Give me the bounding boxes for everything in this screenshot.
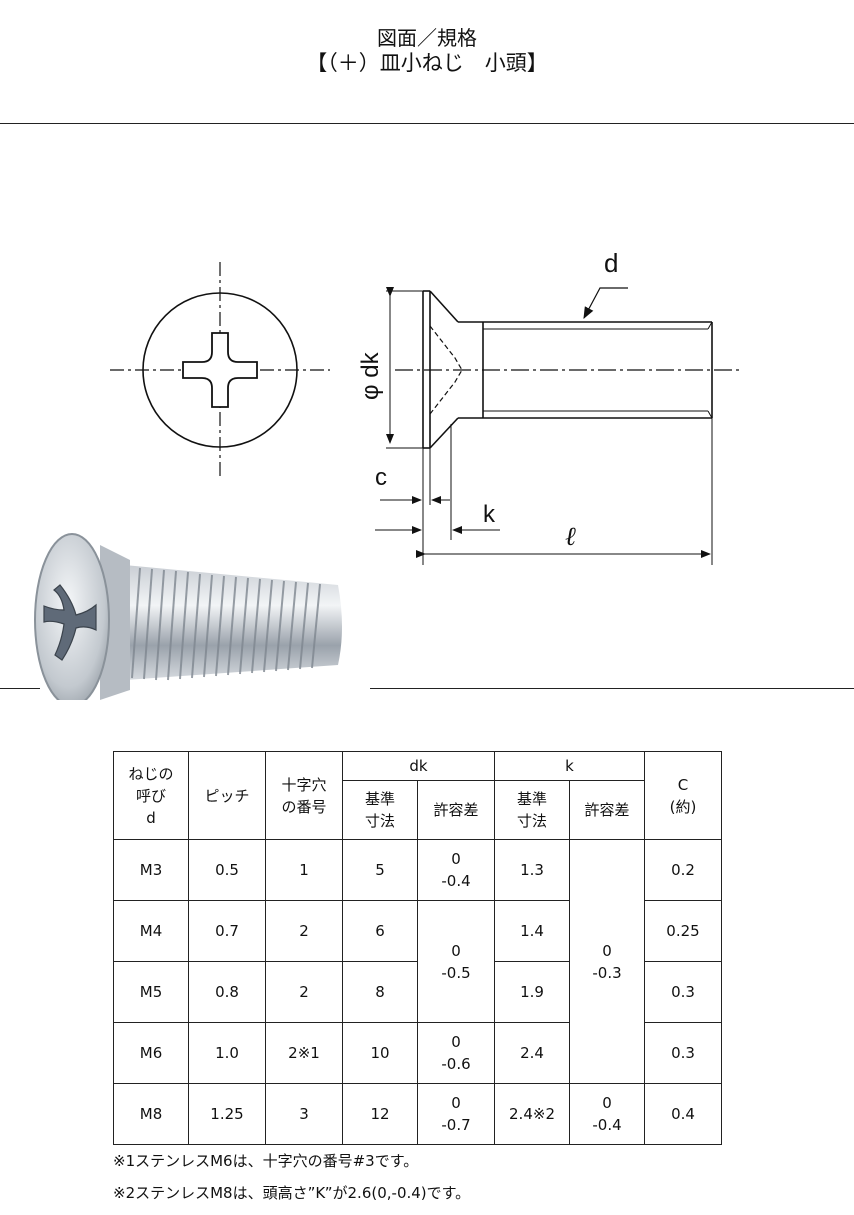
table-cell: 8 (342, 961, 418, 1023)
table-cell: 2.4 (494, 1022, 570, 1084)
table-cell: 0.5 (188, 839, 266, 901)
page-title: 図面／規格 (377, 26, 477, 50)
table-cell: 0.8 (188, 961, 266, 1023)
table-cell: 1.4 (494, 900, 570, 962)
bottom-divider-left (0, 688, 40, 689)
table-cell: 0 -0.6 (417, 1022, 495, 1084)
label-d: d (604, 248, 618, 278)
table-cell: 0 -0.4 (569, 1083, 645, 1145)
table-cell: 0.4 (644, 1083, 722, 1145)
table-cell: 5 (342, 839, 418, 901)
table-cell: M8 (113, 1083, 189, 1145)
screw-photo (34, 533, 342, 700)
table-cell: 0.3 (644, 961, 722, 1023)
table-cell: 0 -0.7 (417, 1083, 495, 1145)
table-cell: 0.3 (644, 1022, 722, 1084)
header-pitch: ピッチ (188, 751, 266, 840)
footnote-1: ※1ステンレスM6は、十字穴の番号#3です。 (113, 1152, 419, 1170)
table-cell: M4 (113, 900, 189, 962)
table-cell: 2※1 (265, 1022, 343, 1084)
table-cell: 1.0 (188, 1022, 266, 1084)
table-cell: 1.25 (188, 1083, 266, 1145)
table-cell: 1 (265, 839, 343, 901)
table-cell: 0 -0.4 (417, 839, 495, 901)
table-cell: 2 (265, 900, 343, 962)
label-dk: φ dk (357, 351, 384, 400)
table-cell: M5 (113, 961, 189, 1023)
table-cell: 3 (265, 1083, 343, 1145)
label-l: ℓ (565, 522, 576, 551)
header-c: C (約) (644, 751, 722, 840)
top-divider (0, 123, 854, 124)
phillips-recess-icon (182, 332, 258, 408)
screw-drawing: d φ dk c k ℓ (34, 248, 740, 700)
table-cell: 6 (342, 900, 418, 962)
header-k-base: 基準 寸法 (494, 780, 570, 840)
header-dk-base: 基準 寸法 (342, 780, 418, 840)
header-k-tolerance: 許容差 (569, 780, 645, 840)
table-cell: 12 (342, 1083, 418, 1145)
table-cell: M3 (113, 839, 189, 901)
side-view (375, 287, 740, 565)
table-cell: 10 (342, 1022, 418, 1084)
table-cell: 0.25 (644, 900, 722, 962)
footnote-2: ※2ステンレスM8は、頭高さ”K”が2.6(0,-0.4)です。 (113, 1184, 471, 1202)
table-cell: 2.4※2 (494, 1083, 570, 1145)
table-cell: 0.2 (644, 839, 722, 901)
table-cell: 1.3 (494, 839, 570, 901)
header-dk-tolerance: 許容差 (417, 780, 495, 840)
product-title: 【（＋）皿小ねじ 小頭】 (306, 51, 548, 75)
top-view (110, 262, 330, 480)
label-c: c (375, 464, 387, 491)
table-cell: 0 -0.3 (569, 839, 645, 1084)
table-cell: 2 (265, 961, 343, 1023)
header-k: k (494, 750, 645, 782)
table-cell: 0.7 (188, 900, 266, 962)
header-thread-size: ねじの 呼び d (113, 751, 189, 840)
table-cell: 0 -0.5 (417, 900, 495, 1023)
spec-table: ねじの 呼び d ピッチ 十字穴 の番号 dk k C (約) 基準 寸法 許容… (113, 750, 722, 1145)
header-cross-recess: 十字穴 の番号 (265, 751, 343, 840)
header-dk: dk (342, 750, 495, 782)
table-cell: 1.9 (494, 961, 570, 1023)
table-cell: M6 (113, 1022, 189, 1084)
bottom-divider-right (370, 688, 854, 689)
label-k: k (483, 501, 496, 528)
